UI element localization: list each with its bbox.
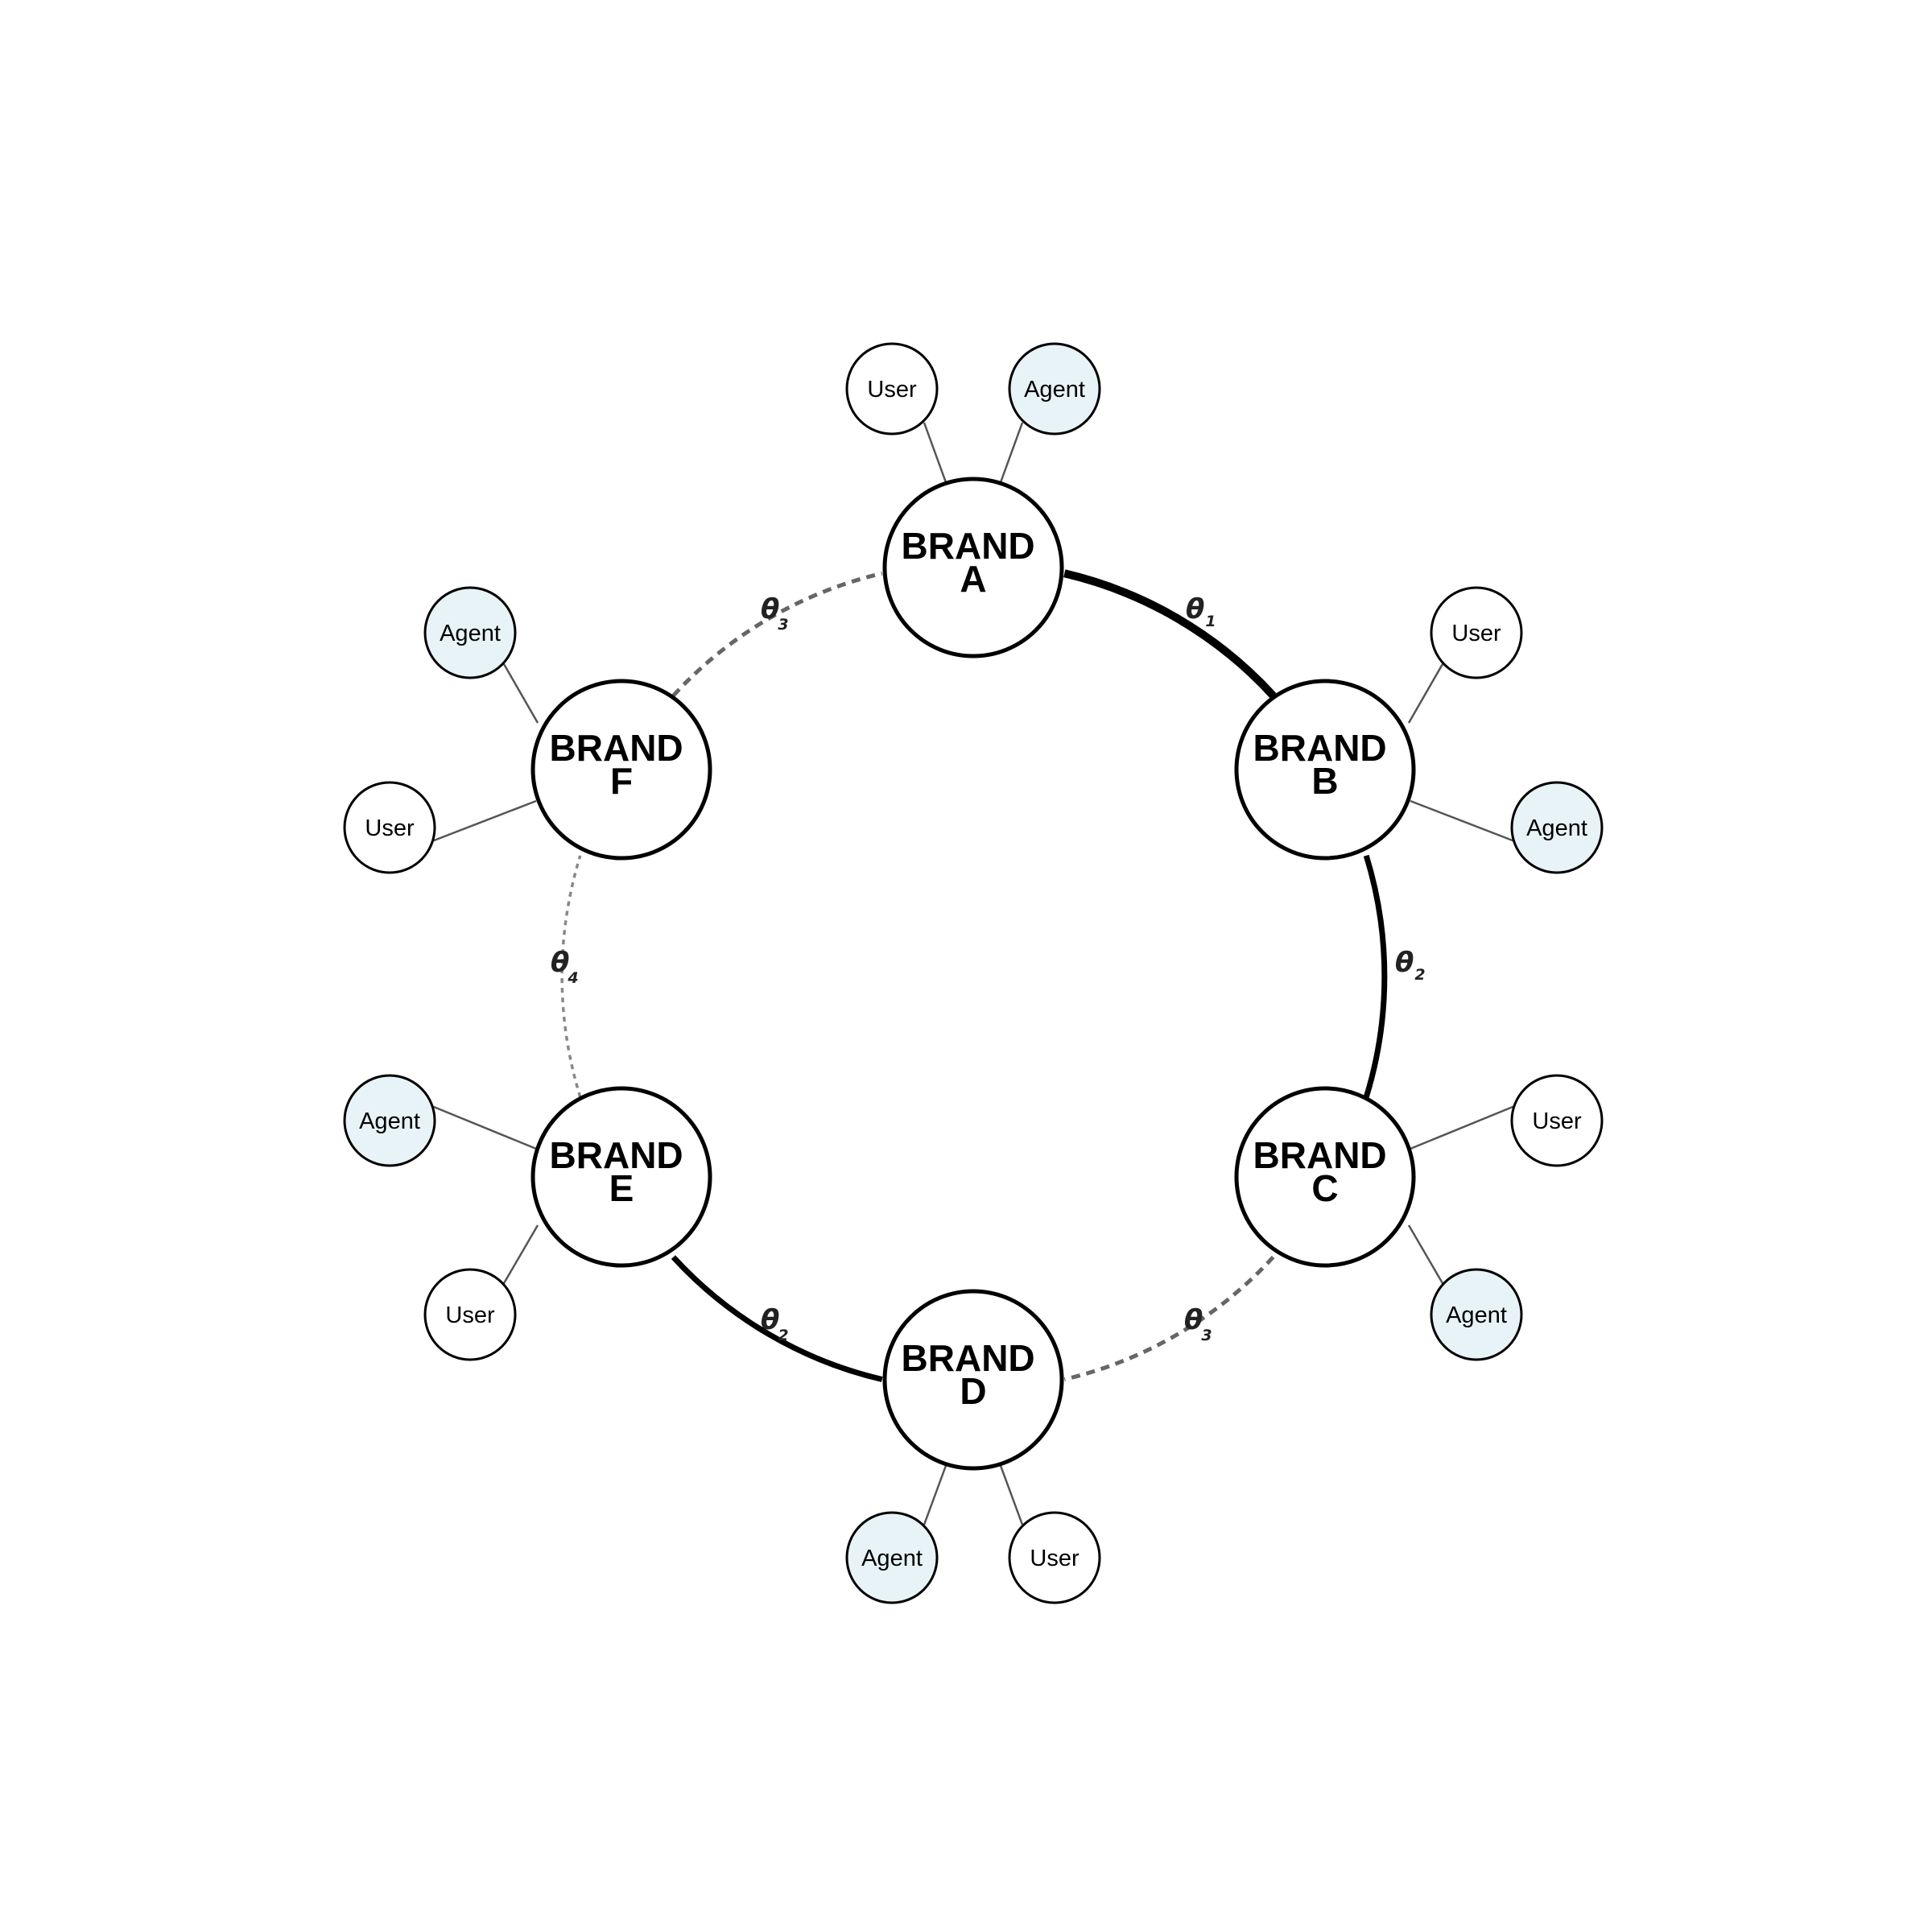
user-circle: [423, 1268, 517, 1361]
spoke-b-user: [1407, 658, 1447, 724]
agent-node: Agent: [423, 586, 517, 679]
user-circle: [1430, 586, 1523, 679]
spoke-a-user: [923, 422, 948, 485]
spoke-a-agent: [998, 422, 1024, 485]
user-node: User: [1008, 1511, 1101, 1604]
spoke-f-user: [429, 799, 537, 844]
edge-label-b-c: θ2: [1395, 947, 1426, 984]
user-label: User: [1532, 1108, 1582, 1134]
spoke-e-agent: [429, 1104, 537, 1150]
brand-c-circle: [1234, 1086, 1416, 1268]
brand-a-label: BRAND A: [902, 525, 1046, 600]
edge-c-d: [1063, 1255, 1275, 1381]
edge-label-c-d: θ3: [1184, 1304, 1212, 1344]
agent-node: Agent: [343, 1074, 436, 1167]
spoke-e-user: [499, 1224, 539, 1290]
spoke-b-agent: [1410, 799, 1517, 844]
agent-circle: [845, 1511, 939, 1604]
agent-label: Agent: [1526, 815, 1587, 841]
brand-f-label: BRAND F: [550, 727, 694, 802]
edge-label-d-e: θ2: [761, 1304, 789, 1344]
brand-node-d: BRAND D Agent User: [845, 1289, 1101, 1604]
brand-b-label: BRAND B: [1253, 727, 1397, 802]
spoke-c-agent: [1407, 1224, 1447, 1290]
agent-node: Agent: [1008, 342, 1101, 436]
brand-d-label: BRAND D: [902, 1337, 1046, 1412]
edge-label-f-a: θ3: [761, 593, 789, 634]
spoke-d-user: [998, 1463, 1024, 1525]
edge-b-c: [1363, 854, 1388, 1098]
agent-node: Agent: [845, 1511, 939, 1604]
agent-label: Agent: [359, 1108, 420, 1134]
user-label: User: [1451, 621, 1501, 646]
user-label: User: [365, 815, 415, 841]
brand-node-e: BRAND E Agent User: [343, 1074, 712, 1361]
user-node: User: [343, 781, 436, 874]
agent-label: Agent: [861, 1546, 923, 1571]
user-label: User: [867, 377, 917, 402]
user-label: User: [1030, 1546, 1080, 1571]
brand-a-circle: [882, 477, 1064, 658]
user-circle: [1510, 1074, 1604, 1167]
brand-node-b: BRAND B User Agent: [1234, 586, 1604, 874]
brand-node-f: BRAND F Agent User: [343, 586, 712, 874]
spoke-f-agent: [499, 658, 539, 724]
edge-label-e-f: θ4: [551, 947, 579, 987]
edge-f-a: [671, 571, 883, 697]
brand-e-label: BRAND E: [550, 1134, 694, 1209]
agent-node: Agent: [1430, 1268, 1523, 1361]
agent-circle: [1430, 1268, 1523, 1361]
agent-node: Agent: [1510, 781, 1604, 874]
agent-label: Agent: [440, 621, 501, 646]
user-node: User: [1430, 586, 1523, 679]
brand-c-label: BRAND C: [1253, 1134, 1397, 1209]
brand-e-circle: [530, 1086, 712, 1268]
edge-label-a-b: θ1: [1186, 593, 1216, 630]
agent-circle: [1008, 342, 1101, 436]
brand-b-circle: [1234, 679, 1416, 861]
user-circle: [343, 781, 436, 874]
spoke-d-agent: [923, 1463, 948, 1525]
spoke-c-user: [1410, 1104, 1517, 1150]
agent-circle: [343, 1074, 436, 1167]
user-node: User: [423, 1268, 517, 1361]
agent-circle: [1510, 781, 1604, 874]
user-node: User: [845, 342, 939, 436]
agent-circle: [423, 586, 517, 679]
edge-a-b: [1063, 569, 1277, 699]
brand-node-c: BRAND C User Agent: [1234, 1074, 1604, 1361]
agent-label: Agent: [1024, 377, 1085, 402]
agent-label: Agent: [1446, 1302, 1507, 1328]
user-circle: [1008, 1511, 1101, 1604]
ring-edges: [560, 569, 1388, 1382]
brand-node-a: BRAND A User Agent: [845, 342, 1101, 658]
user-label: User: [445, 1302, 495, 1328]
brand-f-circle: [530, 679, 712, 861]
edge-labels: θ1 θ2 θ3 θ2 θ4 θ3: [551, 593, 1426, 1344]
edge-d-e: [671, 1255, 883, 1382]
user-node: User: [1510, 1074, 1604, 1167]
brand-d-circle: [882, 1289, 1064, 1471]
edge-e-f: [560, 855, 582, 1098]
user-circle: [845, 342, 939, 436]
